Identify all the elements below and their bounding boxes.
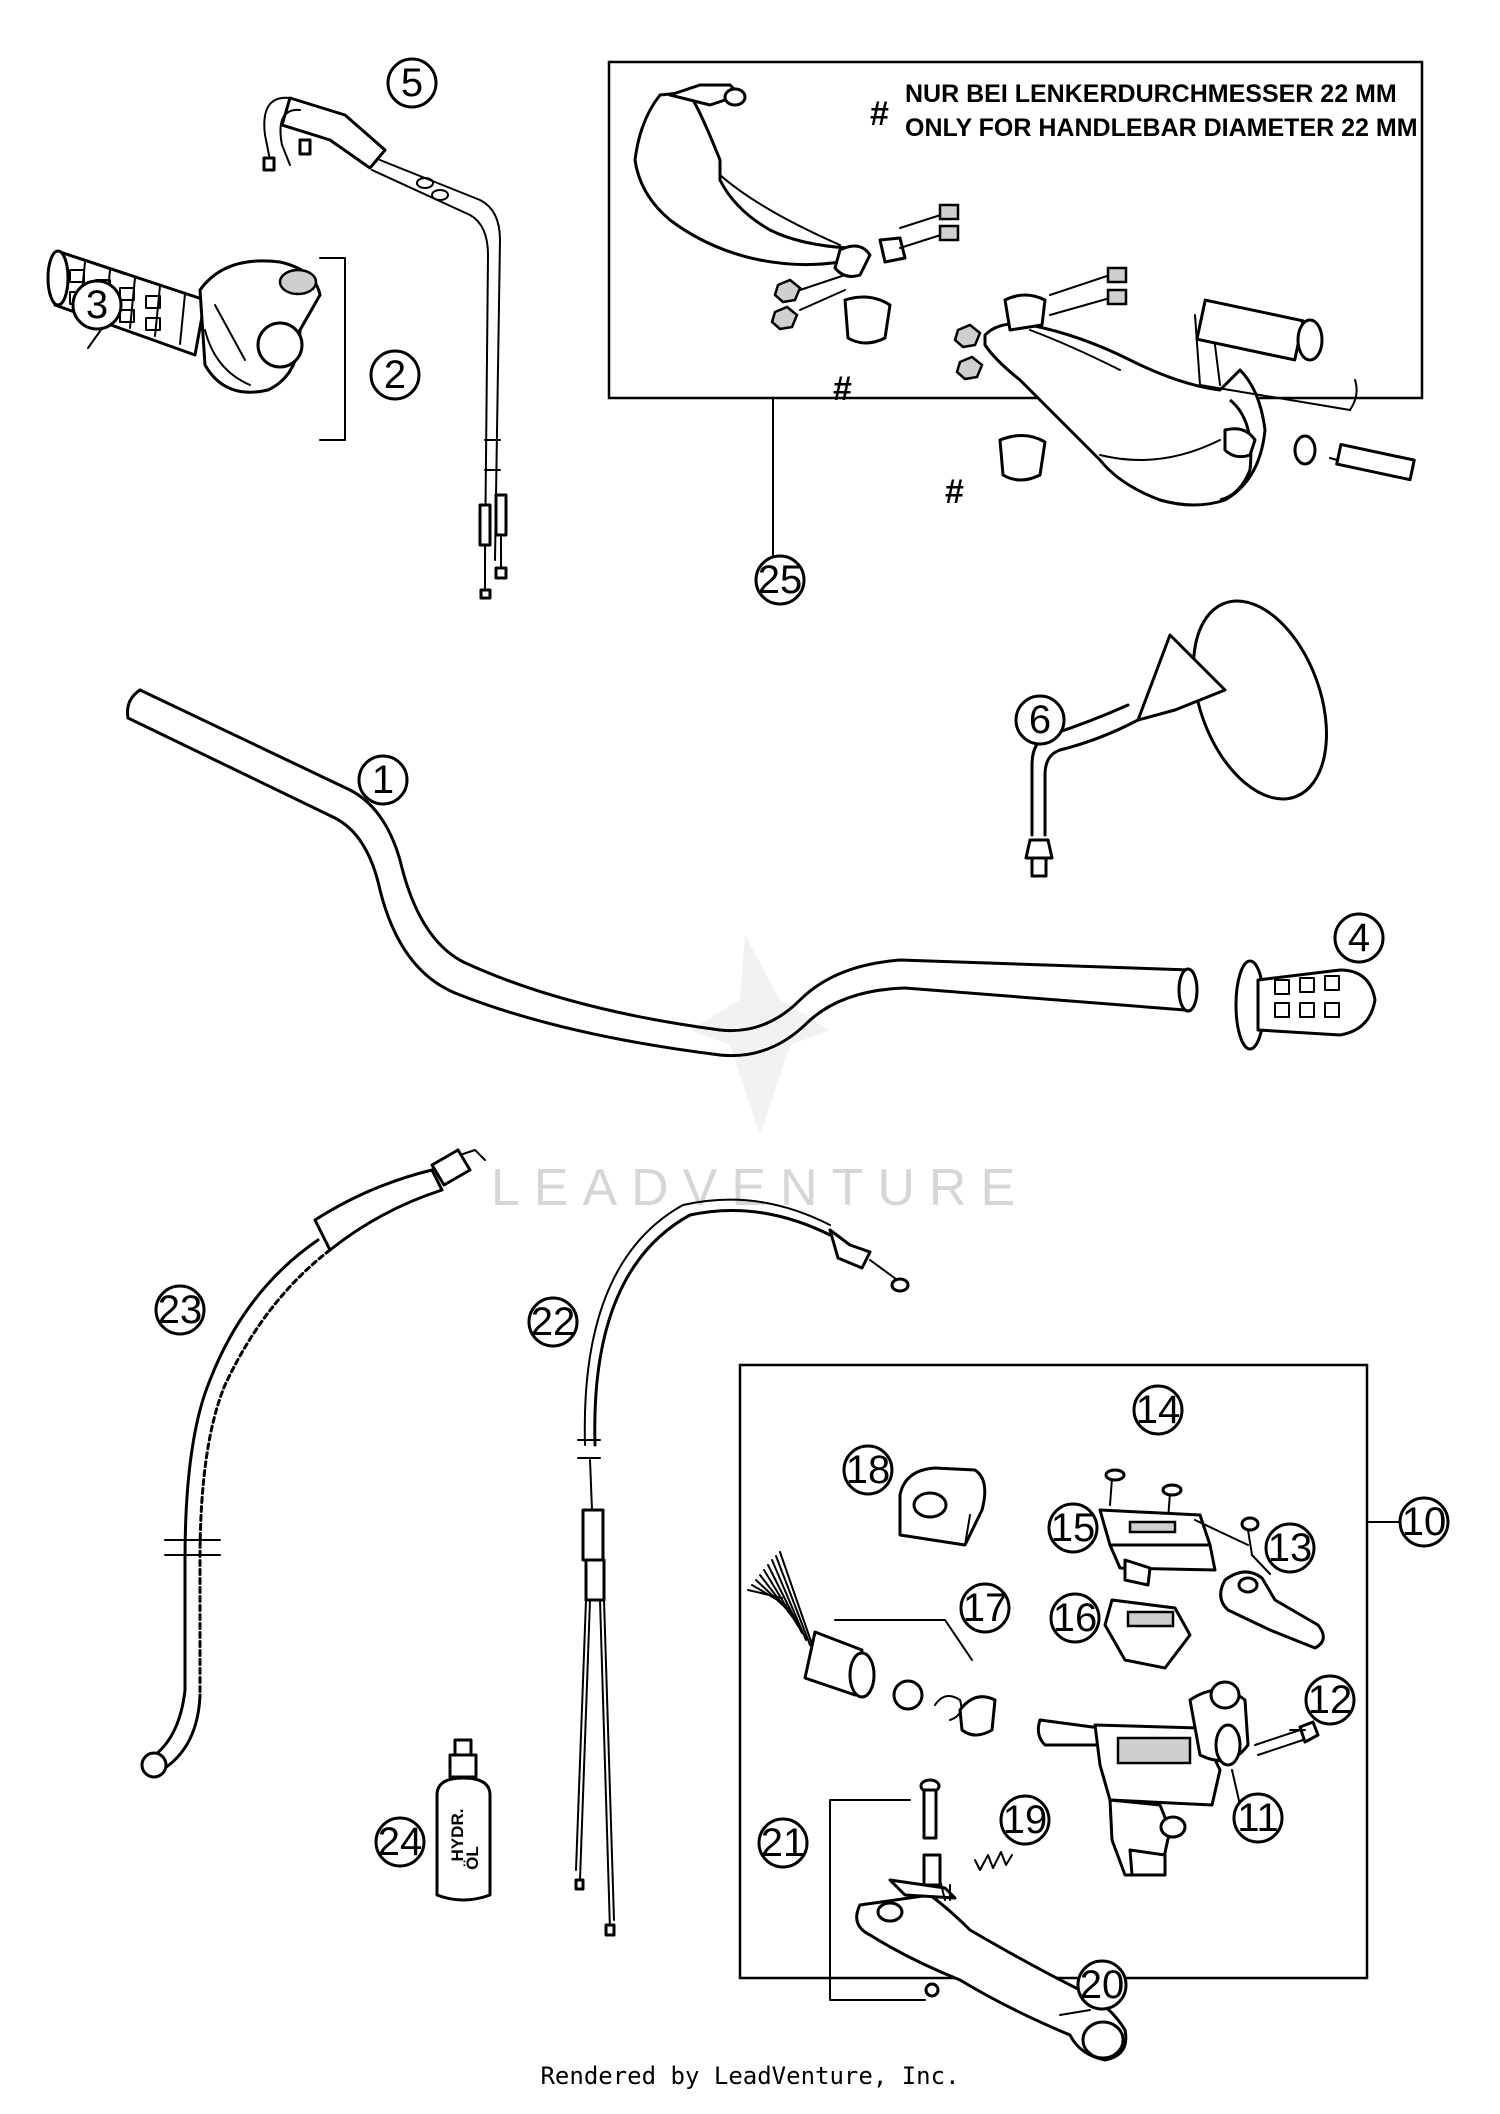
footer-credit: Rendered by LeadVenture, Inc. (540, 2062, 960, 2090)
callout-6: 6 (1014, 694, 1066, 746)
svg-text:4: 4 (1348, 916, 1370, 960)
bracket-2 (319, 257, 346, 441)
svg-text:23: 23 (158, 1288, 203, 1332)
part-14-screws (1104, 1468, 1183, 1521)
watermark-text: LEADVENTURE (491, 1159, 1029, 1217)
hash-right-clamp: # (945, 473, 964, 511)
clutch-cable (574, 1198, 910, 1937)
svg-text:2: 2 (384, 353, 406, 397)
bottle-label-line2: ÖL (463, 1846, 482, 1870)
part-11-master-cylinder (1036, 1680, 1250, 1877)
callout-11: 11 (1232, 1792, 1284, 1844)
part-21-pivot-bolt (829, 1778, 942, 2001)
callout-25: 25 (754, 554, 806, 606)
svg-text:24: 24 (378, 1820, 423, 1864)
callout-14: 14 (1132, 1384, 1184, 1436)
svg-text:21: 21 (761, 1821, 806, 1865)
leaders-box-10 (1059, 1519, 1306, 2016)
part-13-adjuster (1219, 1516, 1325, 1650)
svg-text:6: 6 (1029, 698, 1051, 742)
callout-21: 21 (757, 1817, 809, 1869)
svg-text:17: 17 (963, 1586, 1008, 1630)
part-20-brake-lever (855, 1878, 1128, 2062)
part-15-reservoir-cover (1098, 1508, 1217, 1587)
svg-text:18: 18 (846, 1448, 891, 1492)
callout-19: 19 (999, 1794, 1051, 1846)
callout-15: 15 (1047, 1502, 1099, 1554)
handguard-right (953, 266, 1416, 507)
svg-text:25: 25 (758, 558, 803, 602)
svg-text:14: 14 (1136, 1388, 1181, 1432)
handguard-left (633, 83, 960, 345)
throttle-cables (262, 96, 508, 600)
hash-left-clamp: # (833, 370, 852, 408)
left-grip (1234, 959, 1377, 1051)
callout-22: 22 (527, 1296, 579, 1348)
callout-5: 5 (386, 57, 438, 109)
callout-2: 2 (369, 349, 421, 401)
svg-text:15: 15 (1051, 1506, 1096, 1550)
svg-text:11: 11 (1237, 1796, 1279, 1840)
note-german: NUR BEI LENKERDURCHMESSER 22 MM (905, 80, 1397, 108)
svg-text:20: 20 (1080, 1963, 1125, 2007)
svg-text:10: 10 (1402, 1500, 1447, 1544)
handguard-kit-box (607, 60, 1424, 400)
callout-20: 20 (1076, 1959, 1128, 2011)
handlebar (126, 688, 1199, 1058)
callout-10: 10 (1398, 1496, 1450, 1548)
part-17-piston-kit (747, 1551, 997, 1737)
hydraulic-oil-bottle: HYDR. ÖL (435, 1738, 492, 1902)
callout-18: 18 (842, 1444, 894, 1496)
note-symbol: # (870, 95, 889, 133)
part-12-screw (1254, 1720, 1320, 1756)
svg-text:1: 1 (372, 758, 394, 802)
brake-line (140, 1148, 486, 1779)
svg-text:5: 5 (401, 61, 423, 105)
watermark-logo (690, 935, 830, 1135)
callout-17: 17 (959, 1582, 1011, 1634)
svg-text:13: 13 (1268, 1526, 1313, 1570)
callout-12: 12 (1304, 1674, 1356, 1726)
mirror (1024, 599, 1328, 878)
callout-1: 1 (357, 754, 409, 806)
bottle-label-line1: HYDR. (448, 1809, 467, 1862)
callout-16: 16 (1049, 1592, 1101, 1644)
callout-24: 24 (374, 1816, 426, 1868)
callout-4: 4 (1333, 912, 1385, 964)
part-19-spring (974, 1851, 1013, 1871)
part-16-diaphragm (1103, 1598, 1192, 1670)
callout-13: 13 (1264, 1522, 1316, 1574)
part-18-clamp (898, 1466, 987, 1547)
svg-text:16: 16 (1053, 1596, 1098, 1640)
note-english: ONLY FOR HANDLEBAR DIAMETER 22 MM (905, 114, 1418, 142)
callout-23: 23 (154, 1284, 206, 1336)
svg-text:19: 19 (1003, 1798, 1048, 1842)
svg-text:22: 22 (531, 1300, 576, 1344)
callout-3: 3 (71, 279, 123, 331)
svg-text:12: 12 (1308, 1678, 1353, 1722)
svg-text:3: 3 (86, 283, 108, 327)
